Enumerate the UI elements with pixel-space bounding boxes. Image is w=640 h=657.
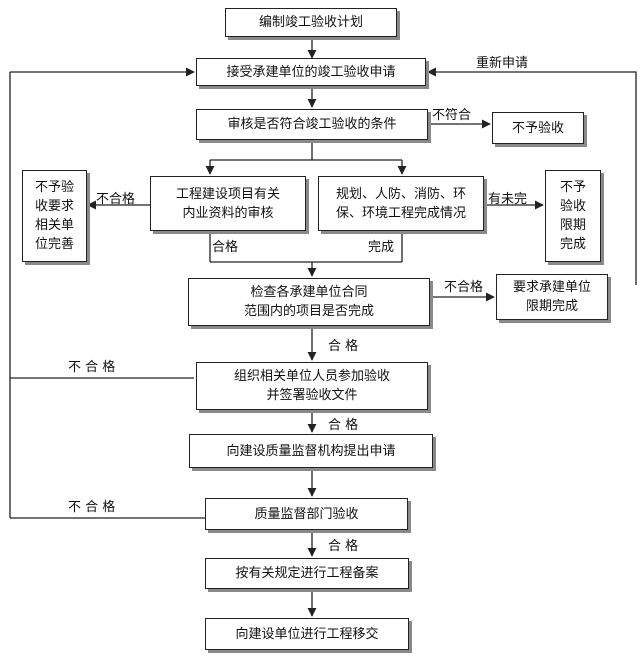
- node-text-line: 不予: [559, 180, 586, 195]
- node-text-group: 不予验 收要求 相关单 位完善: [35, 178, 74, 254]
- node-text-line: 工程建设项目有关: [175, 186, 280, 202]
- node-project-handover: 向建设单位进行工程移交: [205, 618, 409, 650]
- arrow-reapply-loop: [427, 67, 637, 285]
- label-complete: 完成: [368, 240, 395, 255]
- label-not-compliant: 不符合: [432, 108, 472, 123]
- node-text-line: 检查各承建单位合同: [250, 285, 368, 300]
- node-require-improvement: 不予验 收要求 相关单 位完善: [22, 170, 87, 262]
- node-text-line: 限期: [559, 218, 586, 233]
- node-organize-acceptance: 组织相关单位人员参加验收 并签署验收文件: [196, 362, 428, 410]
- node-text: 不予验收: [511, 120, 564, 136]
- node-text-group: 工程建设项目有关 内业资料的审核: [176, 185, 280, 223]
- node-text: 按有关规定进行工程备案: [235, 566, 379, 581]
- label-reapply: 重新申请: [476, 56, 529, 71]
- node-text-line: 保、环境工程完成情况: [335, 205, 466, 221]
- label-fail-left: 不合格: [96, 192, 136, 207]
- node-text-line: 范围内的项目是否完成: [243, 304, 374, 319]
- node-text: 向建设单位进行工程移交: [235, 626, 379, 642]
- node-document-review: 工程建设项目有关 内业资料的审核: [150, 176, 306, 231]
- node-text-line: 位完善: [34, 237, 74, 252]
- node-text: 向建设质量监督机构提出申请: [226, 443, 396, 459]
- label-pass-a: 合格: [212, 240, 239, 255]
- node-quality-inspection: 质量监督部门验收: [205, 498, 408, 530]
- node-text-line: 限期完成: [525, 299, 578, 314]
- node-text: 编制竣工验收计划: [258, 15, 363, 30]
- node-text-group: 规划、人防、消防、环 保、环境工程完成情况: [336, 185, 466, 223]
- label-pass-d: 合 格: [328, 539, 359, 554]
- node-text-line: 验收: [559, 199, 586, 214]
- label-fail-d: 不 合 格: [68, 500, 116, 515]
- node-text-group: 组织相关单位人员参加验收 并签署验收文件: [234, 367, 390, 405]
- label-fail-right: 不合格: [444, 280, 484, 295]
- label-pass-c: 合 格: [328, 418, 359, 433]
- node-text-line: 收要求: [34, 199, 74, 214]
- node-text-line: 内业资料的审核: [182, 205, 274, 221]
- node-deadline-completion: 不予 验收 限期 完成: [545, 170, 601, 262]
- node-text-line: 要求承建单位: [512, 280, 591, 295]
- node-text: 质量监督部门验收: [254, 506, 359, 522]
- node-text-line: 相关单: [34, 218, 74, 233]
- node-require-contractor-deadline: 要求承建单位 限期完成: [496, 274, 608, 320]
- node-text-line: 不予验: [34, 180, 74, 195]
- node-project-record-filing: 按有关规定进行工程备案: [205, 558, 409, 589]
- node-review-conditions: 审核是否符合竣工验收的条件: [196, 109, 428, 140]
- node-text-line: 规划、人防、消防、环: [335, 186, 466, 202]
- node-check-contract-scope: 检查各承建单位合同 范围内的项目是否完成: [188, 278, 430, 326]
- node-compile-acceptance-plan: 编制竣工验收计划: [225, 8, 397, 37]
- node-accept-application: 接受承建单位的竣工验收申请: [196, 58, 426, 86]
- label-not-complete: 有未完: [488, 192, 528, 207]
- node-text-group: 不予 验收 限期 完成: [560, 178, 586, 254]
- node-text: 审核是否符合竣工验收的条件: [227, 117, 397, 132]
- node-text-line: 并签署验收文件: [266, 388, 358, 403]
- node-works-completion: 规划、人防、消防、环 保、环境工程完成情况: [318, 176, 484, 231]
- node-text: 接受承建单位的竣工验收申请: [226, 64, 396, 80]
- node-text-group: 要求承建单位 限期完成: [513, 278, 591, 316]
- label-fail-c: 不 合 格: [68, 360, 116, 375]
- label-pass-b: 合 格: [328, 339, 359, 354]
- node-text-line: 组织相关单位人员参加验收: [233, 369, 390, 384]
- node-reject-acceptance: 不予验收: [492, 112, 584, 144]
- node-text-group: 检查各承建单位合同 范围内的项目是否完成: [244, 283, 374, 321]
- node-apply-quality-supervision: 向建设质量监督机构提出申请: [189, 434, 433, 468]
- node-text-line: 完成: [559, 237, 586, 252]
